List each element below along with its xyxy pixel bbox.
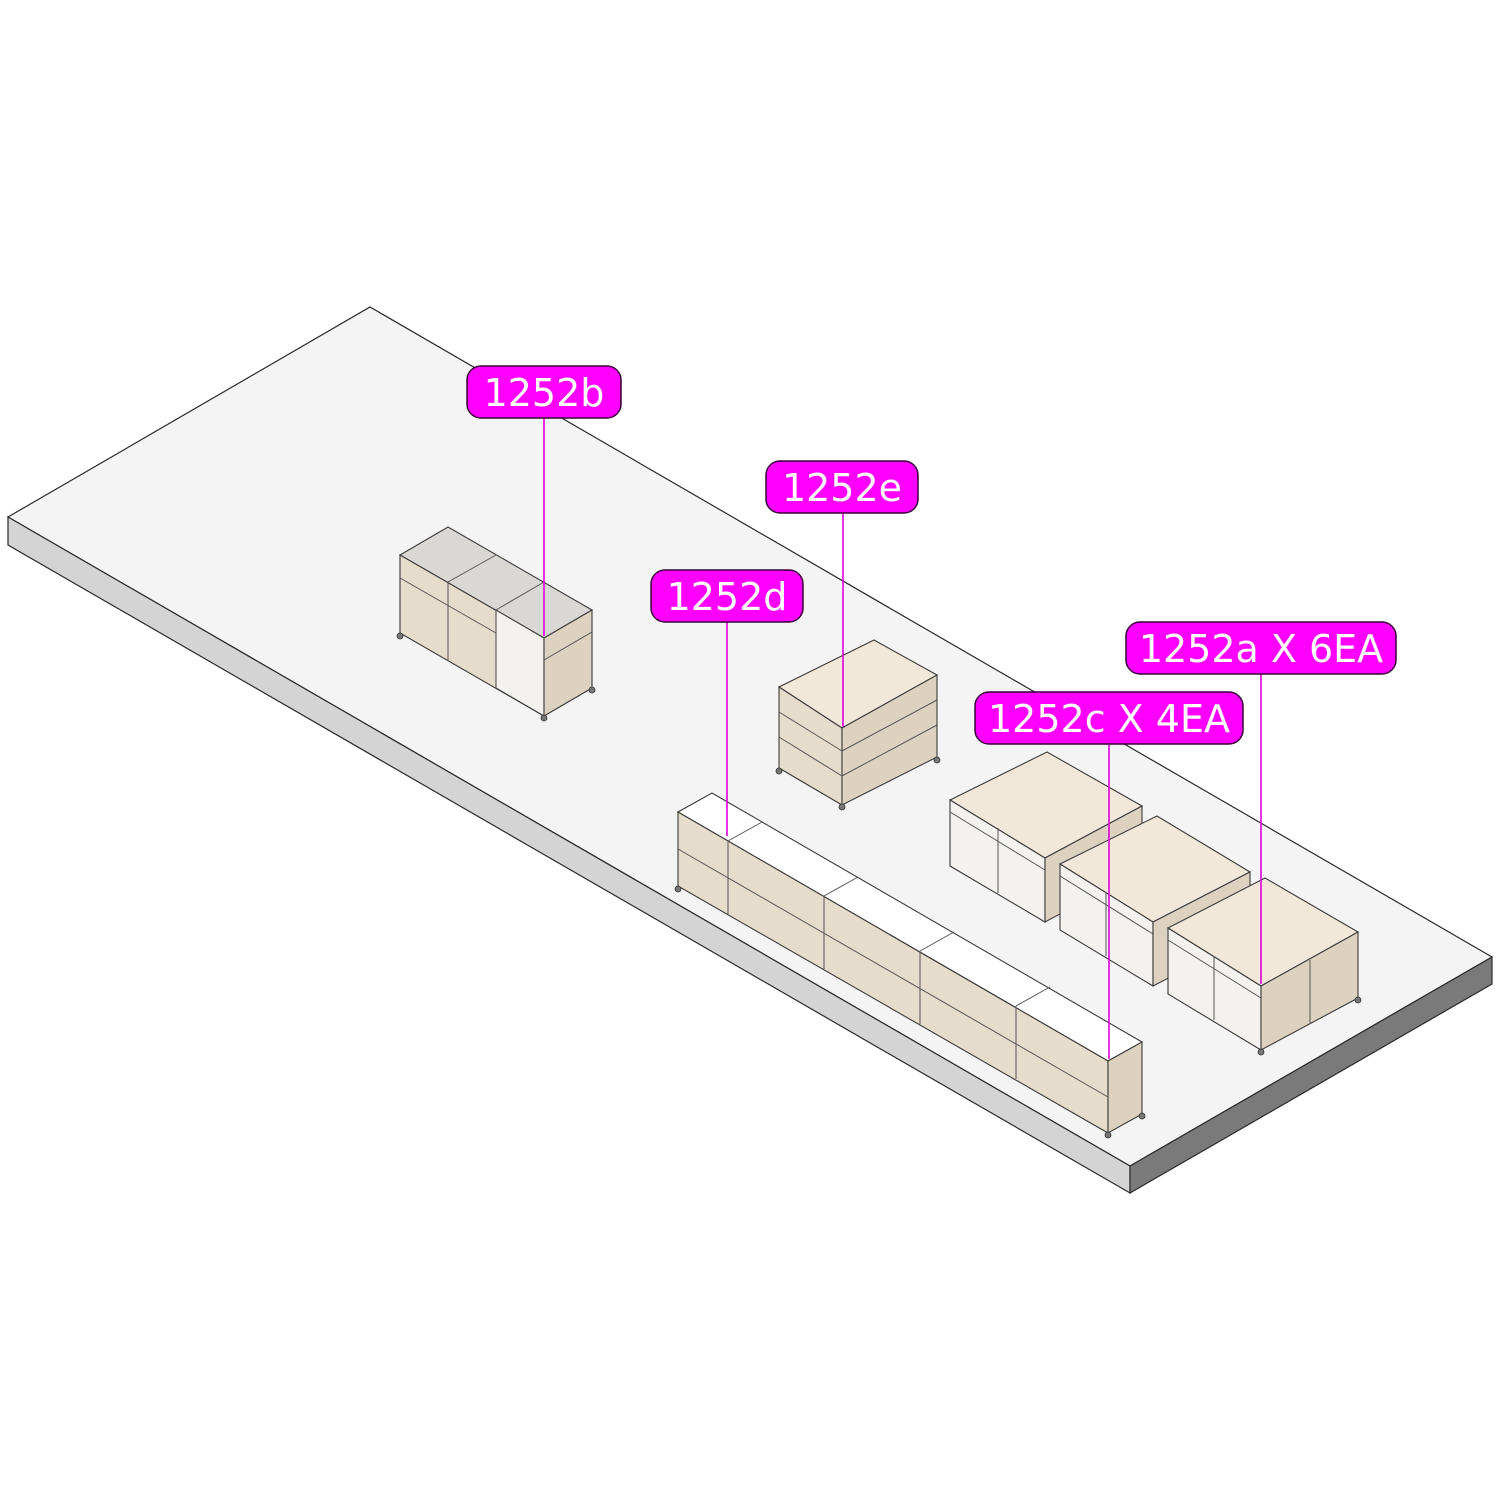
callout-1252d: 1252d — [650, 569, 804, 623]
callout-1252e: 1252e — [765, 460, 919, 514]
floor-platform — [6, 306, 1494, 1195]
callout-1252c: 1252c X 4EA — [974, 691, 1244, 745]
table-module-3 — [1166, 877, 1362, 1056]
callout-1252b-label: 1252b — [484, 371, 605, 415]
cabinet-1252b — [396, 526, 596, 722]
cabinet-1252e — [775, 639, 941, 811]
callout-1252b: 1252b — [466, 365, 622, 419]
callout-1252d-label: 1252d — [667, 575, 788, 619]
cabinet-run-1252d — [674, 792, 1146, 1139]
platform-right-face — [1129, 955, 1493, 1195]
callout-1252e-label: 1252e — [782, 466, 902, 510]
callout-1252c-label: 1252c X 4EA — [988, 697, 1230, 741]
callout-1252a: 1252a X 6EA — [1125, 621, 1397, 675]
callout-1252a-label: 1252a X 6EA — [1139, 627, 1383, 671]
